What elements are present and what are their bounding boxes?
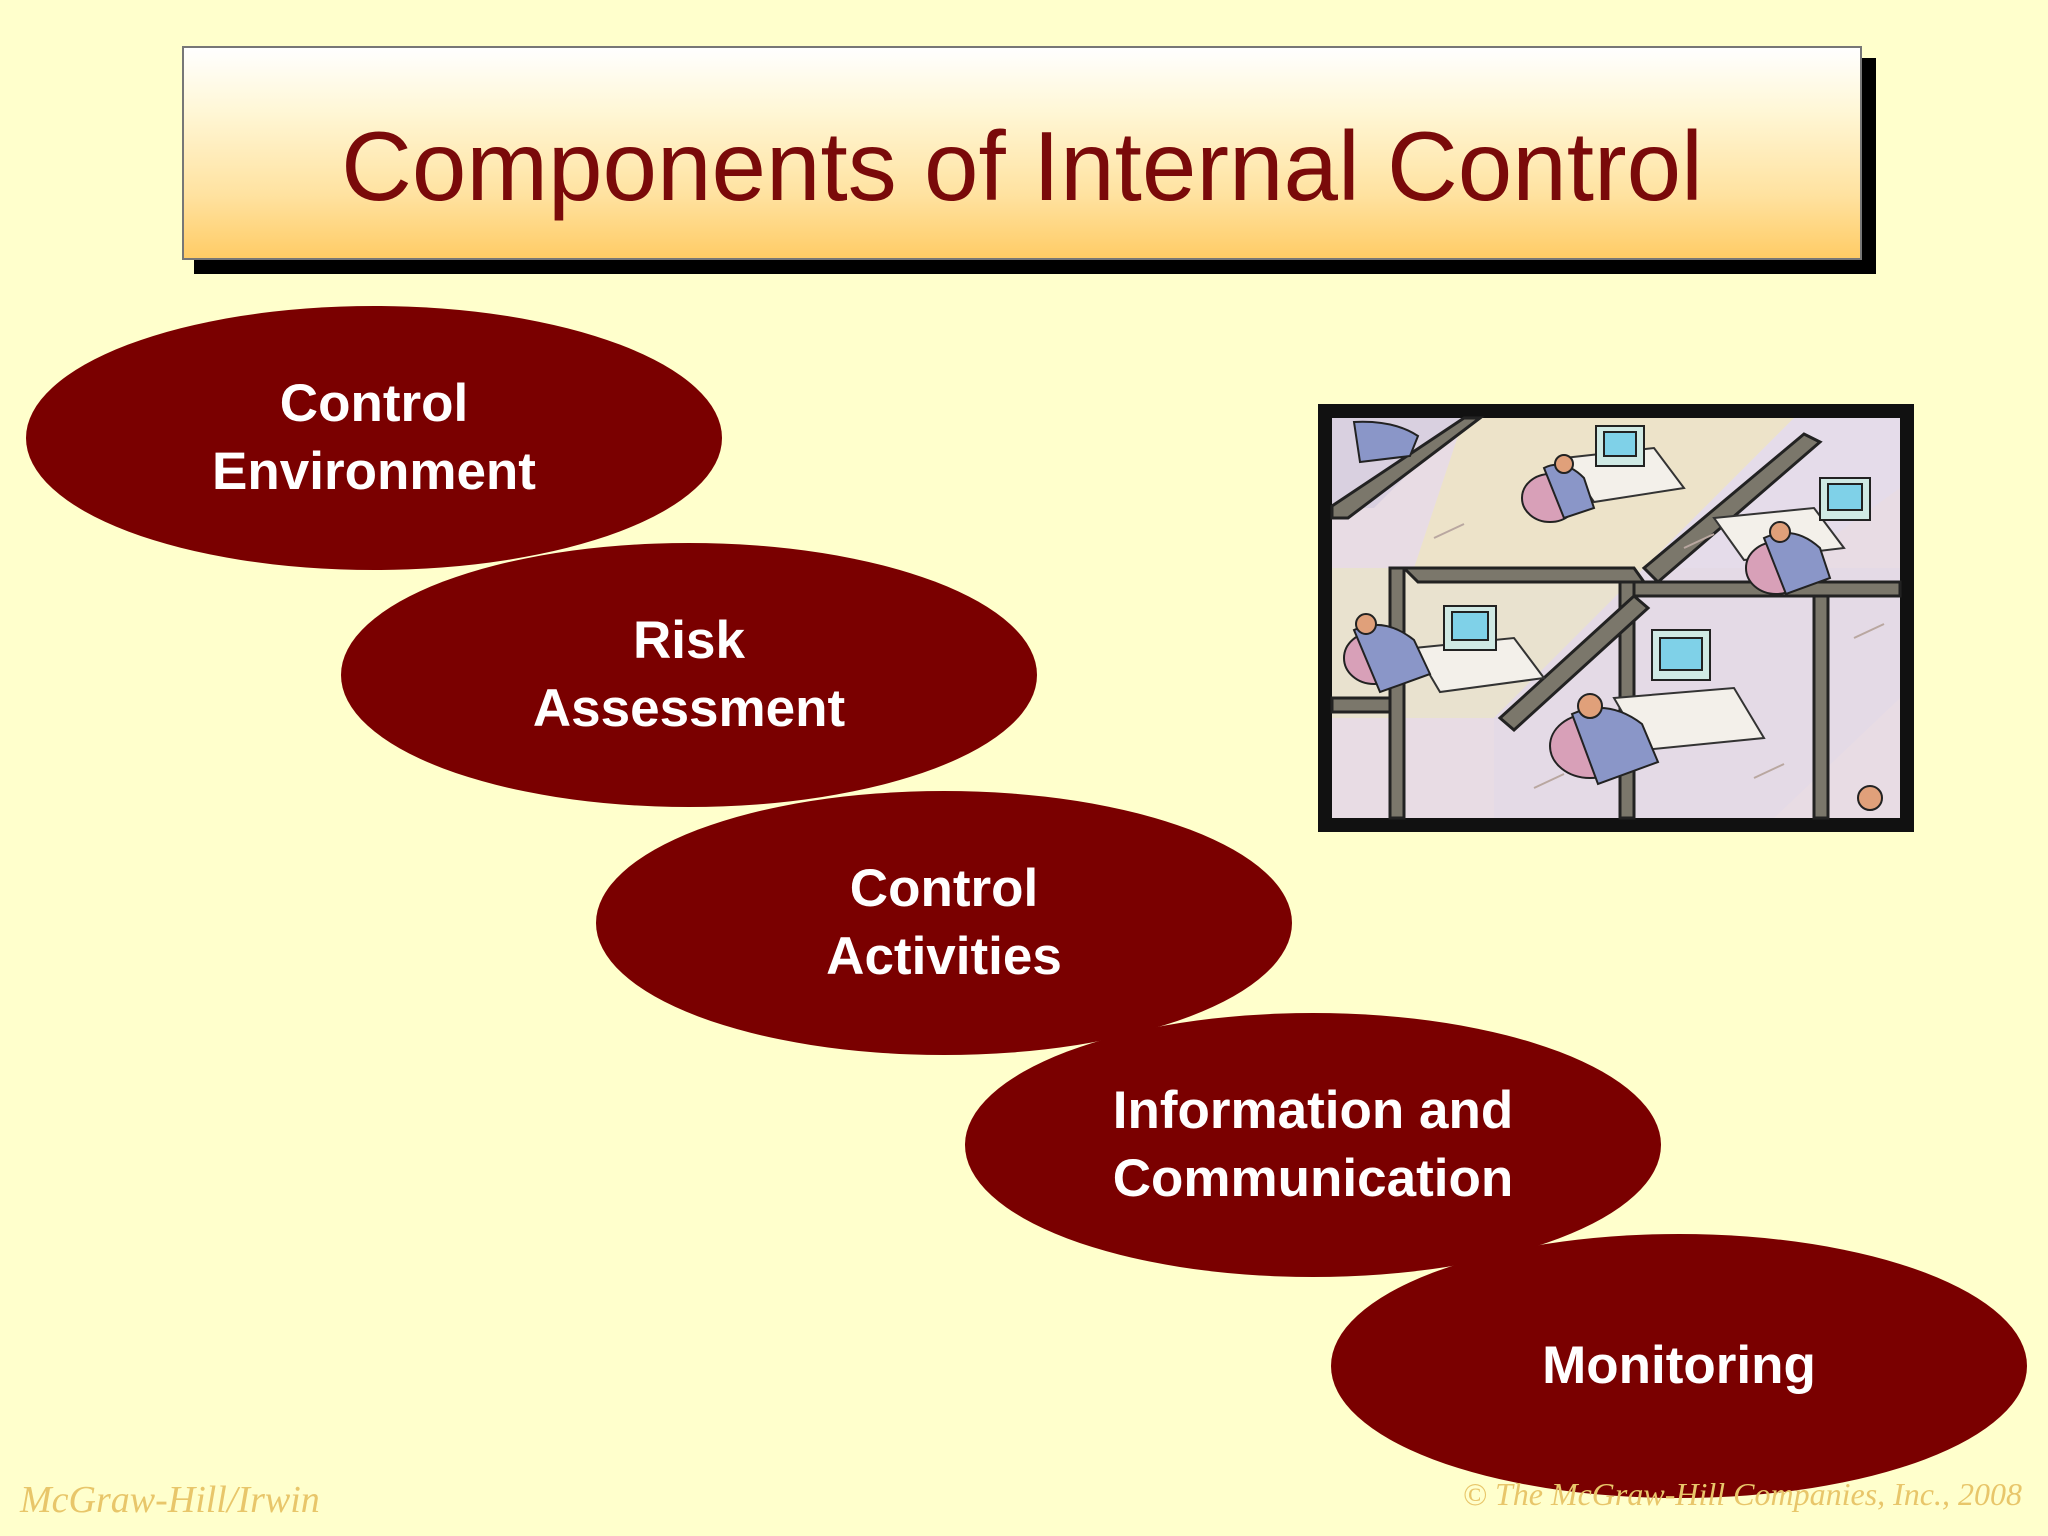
component-label-line2: Activities [826,927,1062,986]
component-control-environment: Control Environment [26,306,722,570]
component-monitoring: Monitoring [1331,1234,2027,1498]
title-box: Components of Internal Control [182,46,1862,260]
component-label-line1: Control [279,374,469,433]
component-label-line1: Information and [1112,1081,1514,1140]
component-label-line2: Assessment [532,679,846,738]
component-label-line1: Risk [633,611,745,670]
component-label-line1: Monitoring [1542,1336,1816,1395]
component-information-and-communication: Information and Communication [965,1013,1661,1277]
slide-title: Components of Internal Control [341,110,1703,221]
component-control-activities: Control Activities [596,791,1292,1055]
component-label-line2: Communication [1112,1149,1514,1208]
component-risk-assessment: Risk Assessment [341,543,1037,807]
component-label-line2: Environment [212,442,536,501]
footer-copyright: © The McGraw-Hill Companies, Inc., 2008 [1462,1476,2022,1512]
component-label-line1: Control [849,859,1039,918]
office-cubicles-clipart-icon [1318,404,1914,832]
footer-publisher: McGraw-Hill/Irwin [20,1479,320,1521]
